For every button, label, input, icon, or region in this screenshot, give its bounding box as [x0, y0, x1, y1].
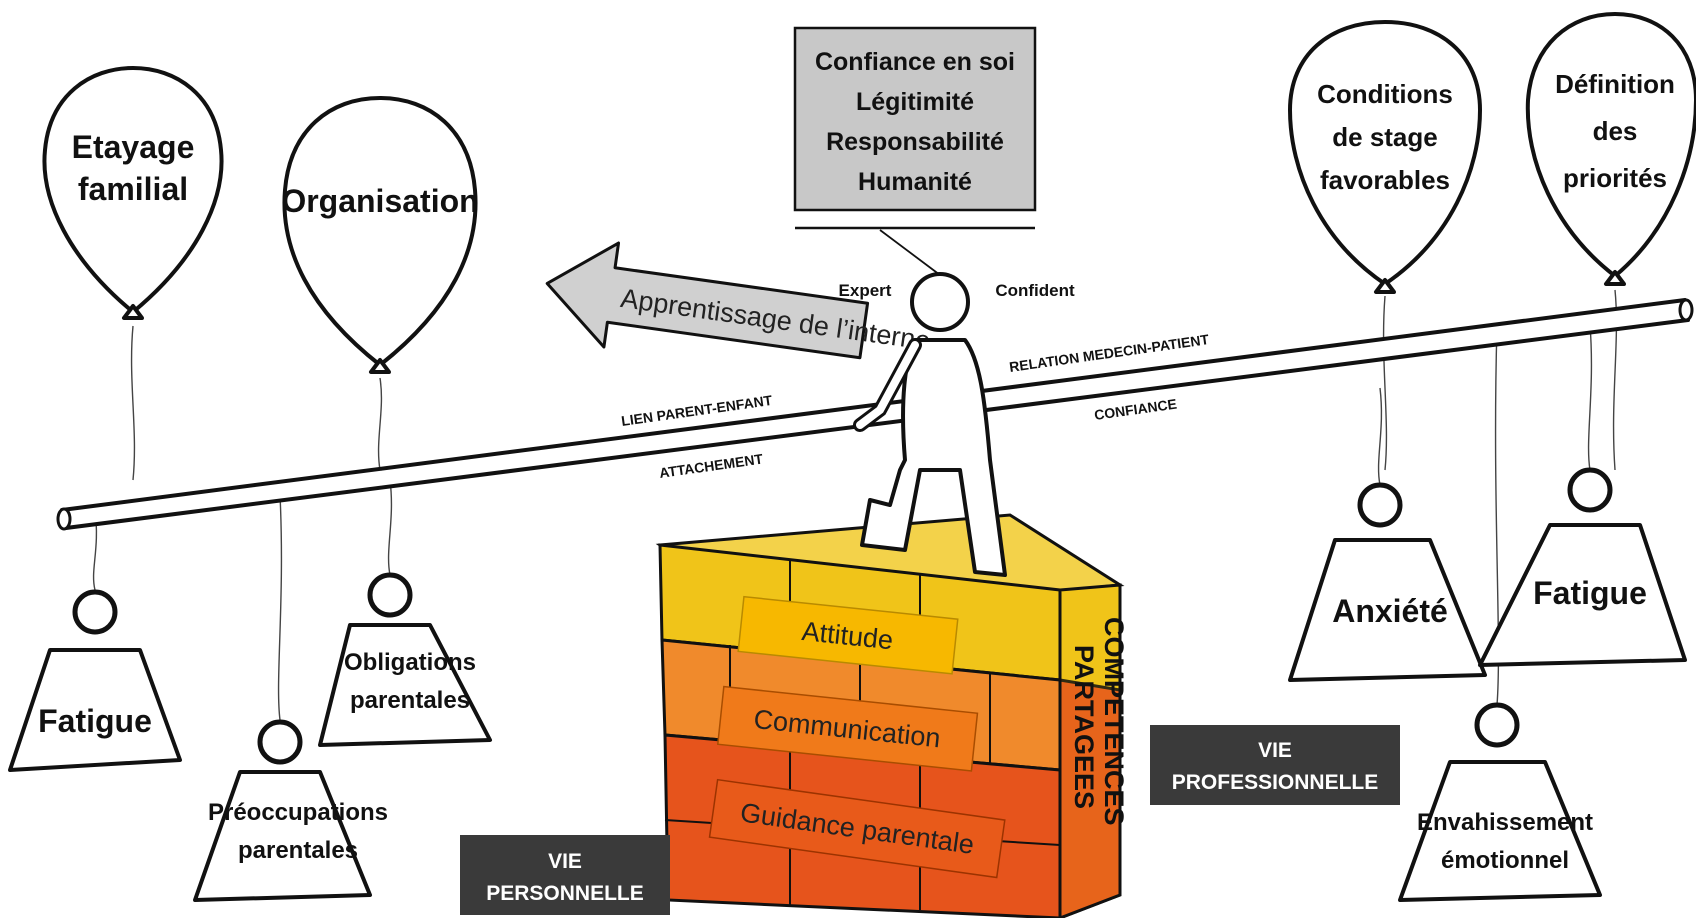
vie-pro-line: PROFESSIONNELLE: [1172, 771, 1379, 794]
weight-envahissement: Envahissement émotionnel: [1398, 702, 1602, 902]
thought-line: Légitimité: [856, 88, 974, 116]
balloon-etayage: Etayage familial: [42, 66, 224, 320]
balloon-conditions: Conditions de stage favorables: [1288, 20, 1482, 294]
arrow-left-icon: [545, 241, 870, 360]
weight-label: parentales: [238, 837, 358, 864]
figure-label-confident: Confident: [995, 281, 1075, 300]
balloon-label: de stage: [1332, 122, 1438, 152]
vie-pro-line: VIE: [1258, 739, 1292, 762]
wall-attitude: Attitude: [737, 595, 959, 675]
balloon-definition: Définition des priorités: [1525, 12, 1696, 286]
balloon-label: Définition: [1555, 69, 1675, 99]
balloon-label: des: [1593, 116, 1638, 146]
weight-fatigue-right: Fatigue: [1478, 467, 1687, 667]
weight-icon: [367, 572, 413, 618]
weight-label: Fatigue: [38, 703, 152, 739]
vie-perso-line: PERSONNELLE: [486, 882, 644, 905]
vie-perso-line: VIE: [548, 850, 582, 873]
weight-preoccupations: Préoccupations parentales: [193, 719, 388, 902]
side-label-partagees: PARTAGEES: [1069, 645, 1099, 809]
wall-communication: Communication: [716, 685, 979, 772]
balloon-organisation: Organisation: [281, 96, 479, 374]
wall-side-label: COMPETENCES PARTAGEES: [1069, 617, 1129, 826]
weight-label: émotionnel: [1441, 847, 1569, 874]
weight-anxiete: Anxiété: [1288, 482, 1487, 682]
thought-box: Confiance en soi Légitimité Responsabili…: [793, 26, 1037, 276]
figure-label-expert: Expert: [839, 281, 892, 300]
string-obligations: [387, 479, 393, 576]
string-organisation: [377, 377, 383, 471]
weight-icon: [72, 589, 118, 635]
balloon-label: priorités: [1563, 163, 1667, 193]
string-envahissement: [1494, 325, 1500, 706]
string-conditions: [1382, 295, 1388, 471]
string-fatigue-right: [1587, 324, 1593, 471]
weight-obligations: Obligations parentales: [318, 572, 492, 747]
thought-line: Responsabilité: [826, 128, 1004, 156]
string-preoccupations: [277, 494, 283, 721]
balloon-icon: [1525, 12, 1696, 278]
balloon-label: Organisation: [281, 183, 478, 219]
beam-label-confiance: CONFIANCE: [1093, 396, 1178, 423]
weight-label: Anxiété: [1332, 593, 1448, 629]
arrow-apprentissage: Apprentissage de l’interne: [545, 241, 932, 360]
weight-icon: [1357, 482, 1403, 528]
weight-label: Préoccupations: [208, 799, 388, 826]
weight-label: Envahissement: [1417, 809, 1593, 836]
balloon-label: Etayage: [72, 129, 195, 165]
beam-label-attachement: ATTACHEMENT: [658, 451, 764, 481]
weight-icon: [1567, 467, 1613, 513]
thought-line: Humanité: [858, 168, 972, 196]
string-anxiete: [1377, 387, 1383, 486]
weight-icon: [1474, 702, 1520, 748]
label-vie-professionnelle: VIE PROFESSIONNELLE: [1150, 725, 1400, 805]
side-label-competences: COMPETENCES: [1099, 617, 1129, 826]
string-etayage: [130, 325, 136, 481]
weight-fatigue-left: Fatigue: [8, 589, 182, 772]
person-icon: [853, 272, 1007, 577]
weight-label: Fatigue: [1533, 575, 1647, 611]
balloon-icon: [1288, 20, 1482, 286]
weight-label: Obligations: [344, 649, 476, 676]
thought-line: Confiance en soi: [815, 48, 1015, 76]
balloon-label: favorables: [1320, 165, 1450, 195]
balloon-label: familial: [78, 171, 188, 207]
balloon-label: Conditions: [1317, 79, 1453, 109]
balloon-icon: [282, 96, 478, 367]
label-vie-personnelle: VIE PERSONNELLE: [460, 835, 670, 915]
balloon-icon: [42, 66, 224, 314]
weight-label: parentales: [350, 687, 470, 714]
weight-icon: [257, 719, 303, 765]
